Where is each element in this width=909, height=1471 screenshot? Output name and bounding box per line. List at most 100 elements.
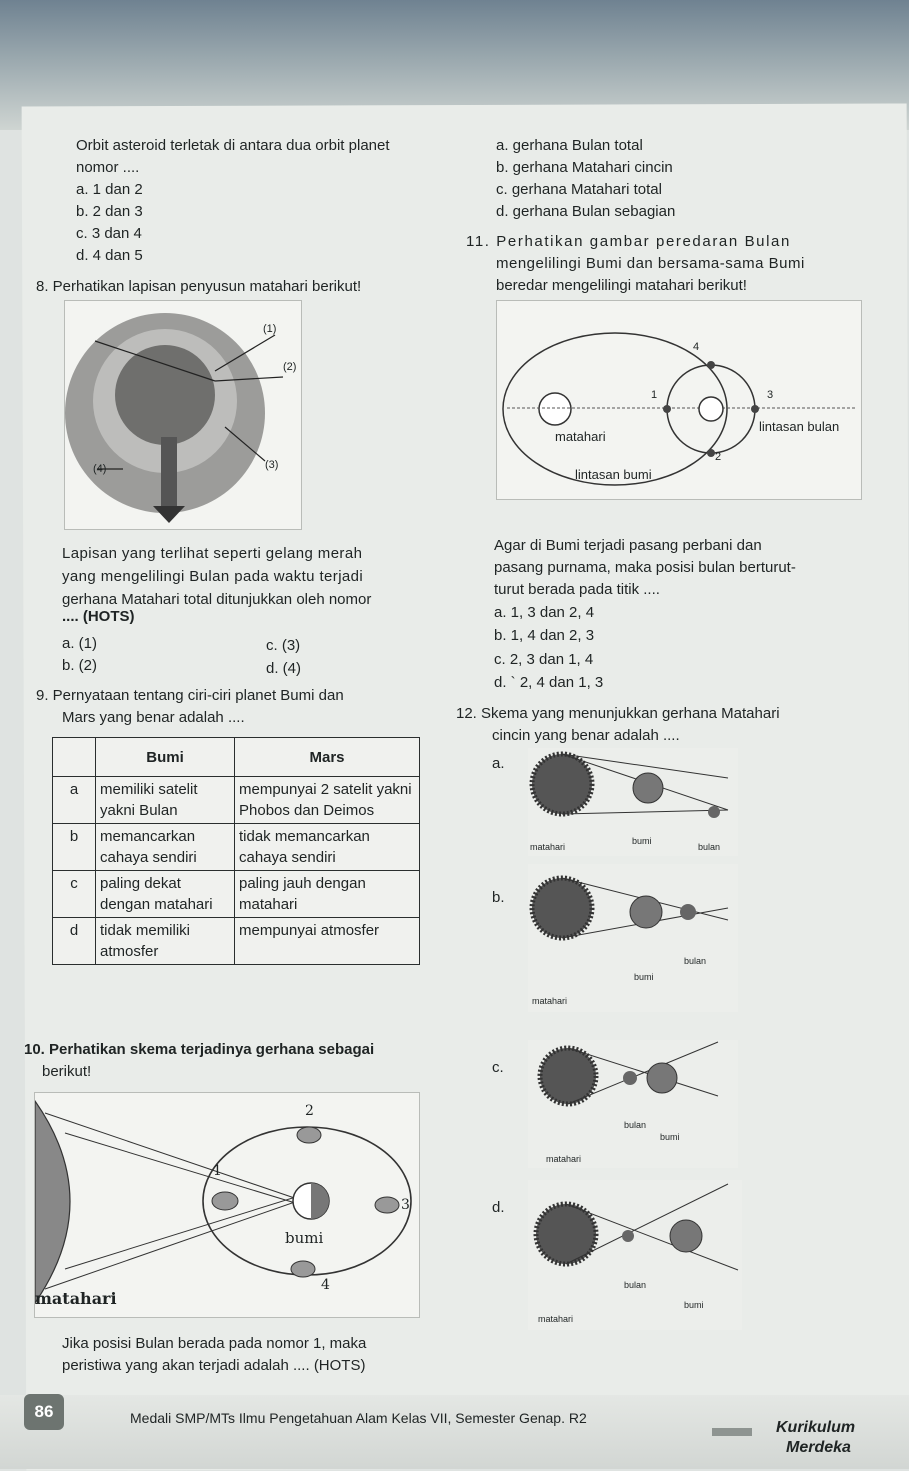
q8-text-line4: .... (HOTS) <box>62 608 135 625</box>
moon-orbit-figure: 4 1 3 2 matahari lintasan bulan lintasan… <box>496 300 862 500</box>
sun-label: matahari <box>555 429 606 444</box>
table-header-row: Bumi Mars <box>52 737 420 777</box>
q8-text-line2: yang mengelilingi Bulan pada waktu terja… <box>62 568 364 585</box>
q8-text-line3: gerhana Matahari total ditunjukkan oleh … <box>62 591 372 608</box>
row-key: b <box>52 823 96 871</box>
position-2-label: 2 <box>305 1103 314 1119</box>
row-bumi: memancarkan cahaya sendiri <box>95 823 235 871</box>
moon-label: bulan <box>684 956 707 966</box>
q10-option-d: d. gerhana Bulan sebagian <box>496 203 676 220</box>
moon-label: bulan <box>624 1120 647 1130</box>
moon-orbit-label: lintasan bulan <box>759 419 840 434</box>
q11-option-c: c. 2, 3 dan 1, 4 <box>494 651 594 668</box>
q7-stem-line1: Orbit asteroid terletak di antara dua or… <box>76 137 390 154</box>
earth-label: bumi <box>684 1300 704 1310</box>
q8-option-a: a. (1) <box>62 635 98 652</box>
eclipse-orbit-diagram <box>34 1099 412 1305</box>
q7-option-b: b. 2 dan 3 <box>76 203 143 220</box>
footer-divider <box>712 1428 752 1436</box>
sun-layers-diagram <box>65 313 284 523</box>
q11-stem-line2: mengelilingi Bumi dan bersama-sama Bumi <box>496 255 805 272</box>
earth-orbit-label: lintasan bumi <box>575 467 652 482</box>
point-2-label: 2 <box>715 451 722 463</box>
moon-label: bulan <box>624 1280 647 1290</box>
q9-stem-line1: 9. Pernyataan tentang ciri-ciri planet B… <box>36 687 344 704</box>
curriculum-label-2: Merdeka <box>786 1439 851 1456</box>
point-4-label: 4 <box>693 341 700 353</box>
q7-option-c: c. 3 dan 4 <box>76 225 142 242</box>
position-4-label: 4 <box>321 1277 330 1293</box>
sun-label: matahari <box>530 842 566 852</box>
eclipse-scheme-c: matahari bulan bumi <box>528 1040 738 1168</box>
row-key: a <box>52 776 96 824</box>
q10-option-b: b. gerhana Matahari cincin <box>496 159 673 176</box>
earth-orbit <box>502 332 728 486</box>
row-mars: paling jauh dengan matahari <box>234 870 420 918</box>
table-header-bumi: Bumi <box>95 737 235 777</box>
sun-circle <box>538 392 572 426</box>
moon-label: bulan <box>698 842 721 852</box>
footer <box>0 1395 909 1469</box>
q10-question-line1: Jika posisi Bulan berada pada nomor 1, m… <box>62 1335 367 1352</box>
q11-option-d: d. ` 2, 4 dan 1, 3 <box>494 674 604 691</box>
eclipse-scheme-d: matahari bulan bumi <box>528 1180 742 1330</box>
moon-orbit-diagram <box>502 332 857 486</box>
q9-stem-line2: Mars yang benar adalah .... <box>62 709 245 726</box>
sun-layers-figure: (1) (2) (3) (4) <box>64 300 302 530</box>
point-3-label: 3 <box>767 389 774 401</box>
bumi-mars-table: Bumi Mars a memiliki satelit yakni Bulan… <box>52 737 420 965</box>
q12-stem-line2: cincin yang benar adalah .... <box>492 727 680 744</box>
table-row: a memiliki satelit yakni Bulan mempunyai… <box>52 776 420 824</box>
earth-label: bumi <box>285 1229 324 1247</box>
q11-question-line3: turut berada pada titik .... <box>494 581 660 598</box>
layer-3-label: (3) <box>265 459 279 471</box>
sun-label: matahari <box>538 1314 574 1324</box>
page-number-badge: 86 <box>24 1394 64 1430</box>
row-bumi: tidak memiliki atmosfer <box>95 917 235 965</box>
q11-option-a: a. 1, 3 dan 2, 4 <box>494 604 595 621</box>
row-mars: mempunyai 2 satelit yakni Phobos dan Dei… <box>234 776 420 824</box>
layer-4-label: (4) <box>93 463 107 475</box>
q10-stem-line2: berikut! <box>42 1063 92 1080</box>
sun-label: matahari <box>35 1289 117 1308</box>
eclipse-scheme-a: matahari bumi bulan <box>528 748 738 856</box>
q11-question-line2: pasang purnama, maka posisi bulan bertur… <box>494 559 796 576</box>
row-mars: tidak memancarkan cahaya sendiri <box>234 823 420 871</box>
page-number: 86 <box>34 1402 54 1421</box>
earth-label: bumi <box>634 972 654 982</box>
q10-option-a: a. gerhana Bulan total <box>496 137 643 154</box>
row-key: d <box>52 917 96 965</box>
eclipse-b-diagram <box>529 875 729 941</box>
q10-option-c: c. gerhana Matahari total <box>496 181 662 198</box>
earth-label: bumi <box>660 1132 680 1142</box>
sun-label: matahari <box>546 1154 582 1164</box>
earth-circle <box>698 396 724 422</box>
q8-option-d: d. (4) <box>266 660 302 677</box>
sun-label: matahari <box>532 996 568 1006</box>
table-header-blank <box>52 737 96 777</box>
eclipse-a-diagram <box>529 751 729 818</box>
row-bumi: paling dekat dengan matahari <box>95 870 235 918</box>
q10-stem-line1: 10. Perhatikan skema terjadinya gerhana … <box>24 1041 375 1058</box>
earth-label: bumi <box>632 836 652 846</box>
position-3-label: 3 <box>401 1197 410 1213</box>
row-key: c <box>52 870 96 918</box>
q11-stem-line1: 11. Perhatikan gambar peredaran Bulan <box>466 233 791 250</box>
eclipse-d-diagram <box>533 1183 739 1271</box>
eclipse-orbit-figure: 2 1 3 4 bumi matahari <box>34 1092 420 1318</box>
eclipse-scheme-b: matahari bumi bulan <box>528 864 738 1012</box>
q11-stem-line3: beredar mengelilingi matahari berikut! <box>496 277 747 294</box>
q8-text-line1: Lapisan yang terlihat seperti gelang mer… <box>62 545 363 562</box>
table-header-mars: Mars <box>234 737 420 777</box>
q7-option-a: a. 1 dan 2 <box>76 181 143 198</box>
q12-option-a: a. <box>492 755 505 772</box>
row-bumi: memiliki satelit yakni Bulan <box>95 776 235 824</box>
q11-option-b: b. 1, 4 dan 2, 3 <box>494 627 595 644</box>
point-1-label: 1 <box>651 389 658 401</box>
eclipse-c-diagram <box>537 1041 719 1107</box>
layer-1-label: (1) <box>263 323 277 335</box>
layer-2-label: (2) <box>283 361 297 373</box>
q7-stem-line2: nomor .... <box>76 159 140 176</box>
q12-option-d: d. <box>492 1199 505 1216</box>
q8-option-c: c. (3) <box>266 637 301 654</box>
